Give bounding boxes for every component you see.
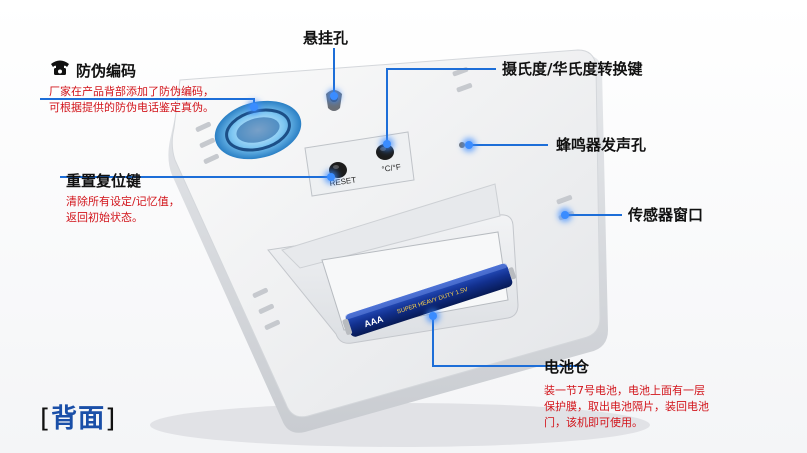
- phone-icon: [51, 60, 69, 75]
- callout-line-unit-vert: [386, 68, 388, 144]
- battery-desc-line1: 装一节7号电池，电池上面有一层: [544, 384, 705, 397]
- unit-switch-button: [376, 144, 394, 160]
- reset-desc-line2: 返回初始状态。: [66, 211, 143, 224]
- dot-hang: [330, 92, 338, 100]
- callout-line-buzzer: [470, 144, 548, 146]
- device-shadow: [150, 403, 650, 447]
- callout-line-battery: [432, 365, 582, 367]
- callout-line-reset: [60, 176, 332, 178]
- back-view-label: [背面]: [40, 398, 116, 435]
- dot-unit: [383, 140, 391, 148]
- reset-title: 重置复位键: [66, 172, 142, 190]
- callout-line-hang: [333, 48, 335, 94]
- callout-line-anti-fake: [40, 98, 255, 100]
- callout-line-battery-vert: [432, 316, 434, 366]
- battery-title: 电池仓: [544, 358, 590, 376]
- reset-text: RESET: [329, 175, 357, 188]
- footer-text: 背面: [51, 404, 106, 434]
- anti-fake-desc-line2: 可根据提供的防伪电话鉴定真伪。: [49, 101, 214, 114]
- battery-desc-line2: 保护膜，取出电池隔片，装回电池: [544, 400, 709, 413]
- dot-anti-fake: [250, 103, 258, 111]
- sensor-title: 传感器窗口: [628, 206, 704, 224]
- reset-desc-line1: 清除所有设定/记忆值，: [66, 195, 180, 208]
- anti-fake-desc-line1: 厂家在产品背部添加了防伪编码，: [49, 85, 214, 98]
- anti-fake-seal: [214, 100, 302, 160]
- dot-sensor: [561, 211, 569, 219]
- footer-bracket-close: ]: [105, 404, 117, 434]
- dot-battery: [429, 312, 437, 320]
- callout-line-unit: [386, 68, 496, 70]
- battery: SUPER HEAVY DUTY 1.5V AAA: [342, 263, 516, 337]
- battery-desc-line3: 门，该机即可使用。: [544, 416, 643, 429]
- buzzer-hole: [459, 142, 465, 148]
- door-top-lip: [281, 183, 501, 269]
- buzzer-title: 蜂鸣器发声孔: [556, 136, 647, 154]
- dot-reset: [327, 173, 335, 181]
- battery-compartment: [321, 231, 509, 331]
- unit-text: °C/°F: [381, 162, 401, 174]
- anti-fake-title: 防伪编码: [76, 62, 137, 80]
- unit-switch-title: 摄氏度/华氏度转换键: [502, 60, 643, 78]
- hang-hole-title: 悬挂孔: [303, 29, 349, 47]
- footer-bracket-open: [: [40, 404, 52, 434]
- callout-line-sensor: [566, 214, 622, 216]
- dot-buzzer: [465, 141, 473, 149]
